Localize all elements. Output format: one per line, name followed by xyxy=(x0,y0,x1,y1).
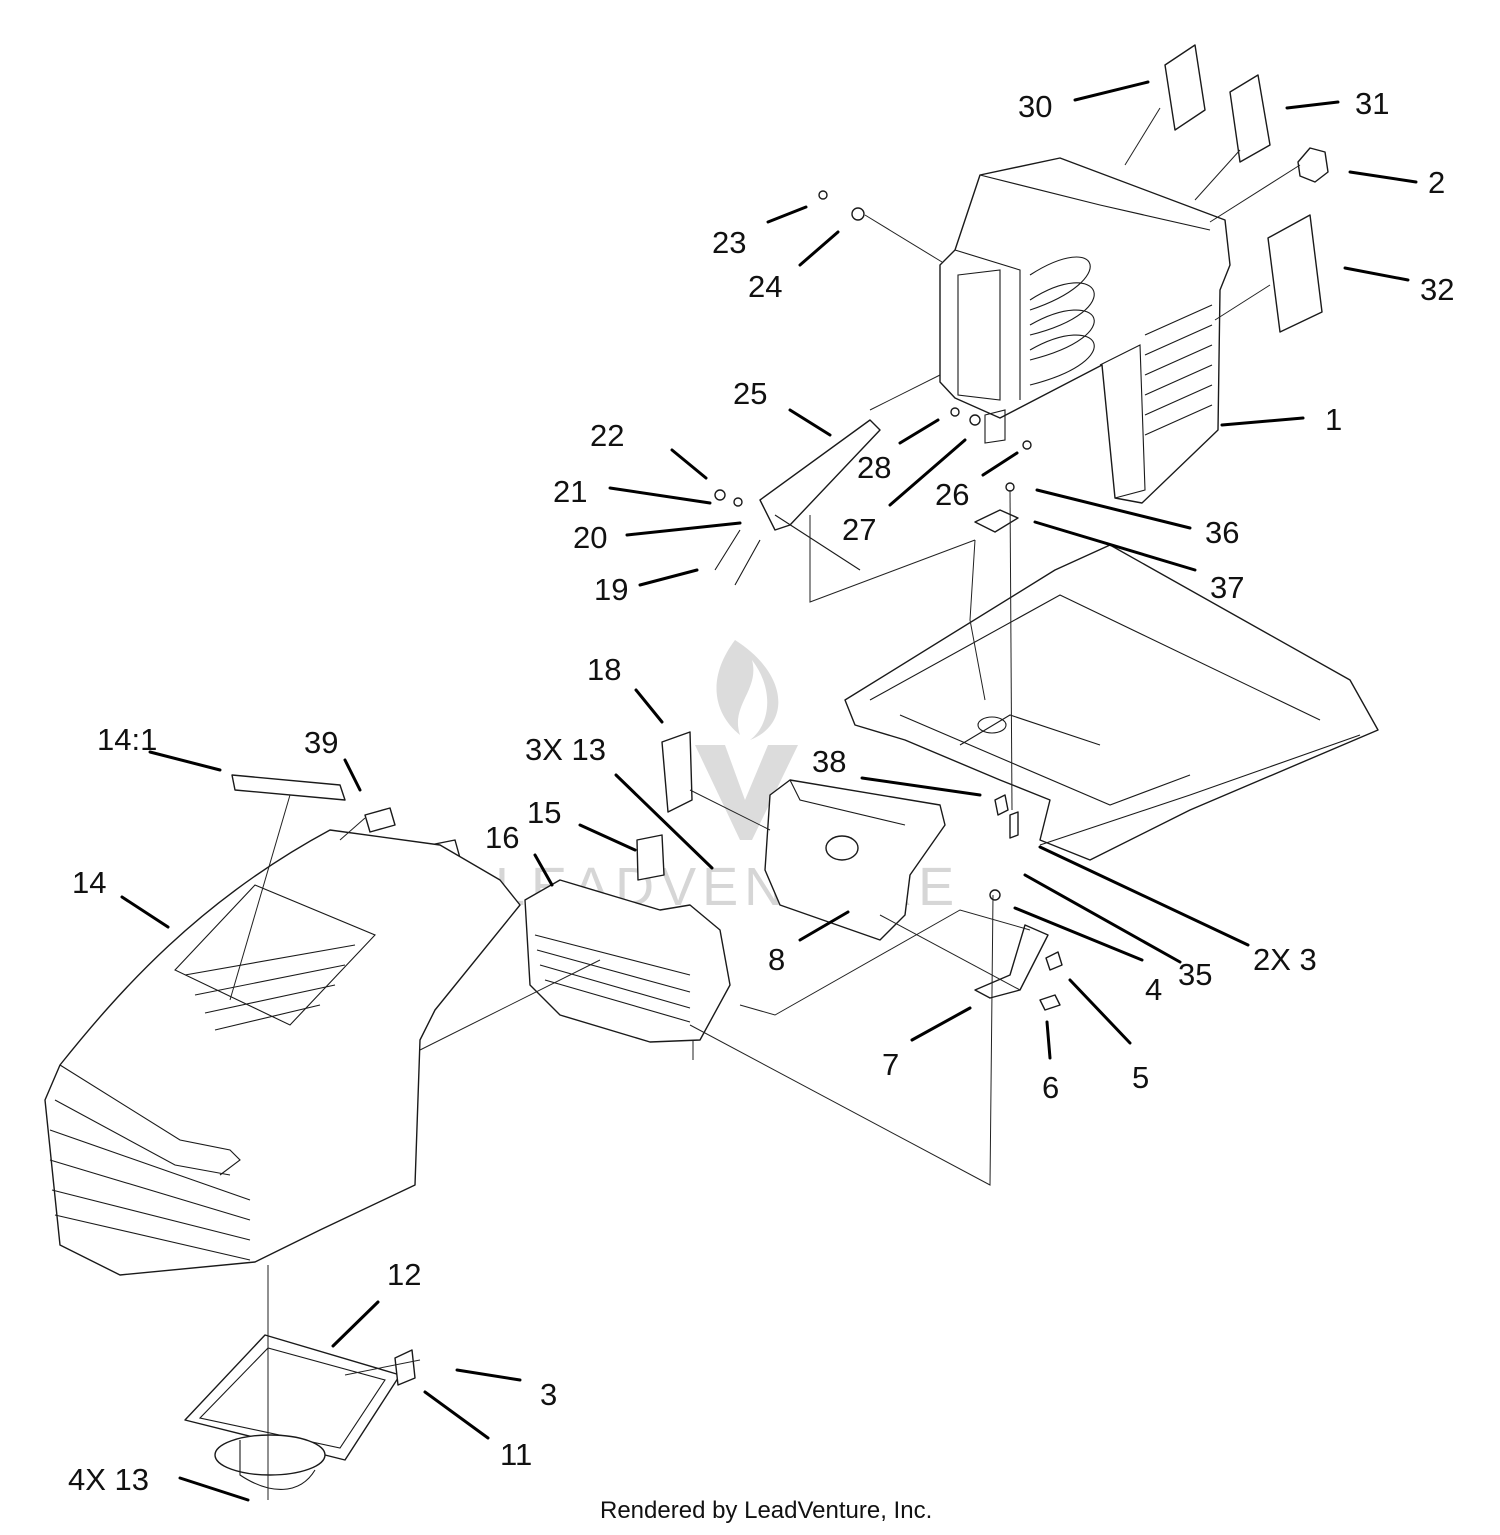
callout-4: 4 xyxy=(1145,972,1162,1007)
intake-frame-12 xyxy=(184,1334,401,1490)
nut-23 xyxy=(818,190,828,200)
nut-4 xyxy=(989,889,1001,901)
callout-28: 28 xyxy=(857,450,891,485)
callout-1: 1 xyxy=(1325,402,1342,437)
callout-15: 15 xyxy=(527,795,561,830)
nut-28 xyxy=(950,407,960,417)
bracket-25 xyxy=(714,419,881,586)
callout-20: 20 xyxy=(573,520,607,555)
bracket-37 xyxy=(974,509,1019,533)
callout-6: 6 xyxy=(1042,1070,1059,1105)
callout-11: 11 xyxy=(500,1437,532,1472)
callout-3x13: 3X 13 xyxy=(525,732,606,767)
decal-32 xyxy=(1267,214,1323,333)
washer-27 xyxy=(969,414,981,426)
callout-37: 37 xyxy=(1210,570,1244,605)
console-38 xyxy=(764,779,946,941)
callout-labels: 1 2 2X 3 3 4 4X 13 5 6 7 8 11 12 3X 13 1… xyxy=(68,86,1454,1497)
callout-14: 14 xyxy=(72,865,106,900)
callout-18: 18 xyxy=(587,652,621,687)
callout-38: 38 xyxy=(812,744,846,779)
callout-16: 16 xyxy=(485,820,519,855)
grille-16 xyxy=(524,879,731,1043)
callout-4x13: 4X 13 xyxy=(68,1462,149,1497)
bolt-5 xyxy=(1039,994,1061,1011)
callout-23: 23 xyxy=(712,225,746,260)
callout-8: 8 xyxy=(768,942,785,977)
callout-2x3: 2X 3 xyxy=(1253,942,1317,977)
callout-19: 19 xyxy=(594,572,628,607)
callout-39: 39 xyxy=(304,725,338,760)
callout-3: 3 xyxy=(540,1377,557,1412)
callout-26: 26 xyxy=(935,477,969,512)
callout-2: 2 xyxy=(1428,165,1445,200)
dash-tower xyxy=(939,157,1231,504)
washer-24 xyxy=(851,207,865,221)
footer-credit: Rendered by LeadVenture, Inc. xyxy=(600,1497,932,1524)
callout-27: 27 xyxy=(842,512,876,547)
bracket-7 xyxy=(974,924,1049,999)
callout-22: 22 xyxy=(590,418,624,453)
decal-39a xyxy=(364,807,396,833)
callout-30: 30 xyxy=(1018,89,1052,124)
screw-36 xyxy=(1005,482,1015,492)
nut-26 xyxy=(1022,440,1032,450)
leader-lines xyxy=(120,80,1418,1502)
watermark-logo xyxy=(695,640,798,840)
guide-lines xyxy=(229,107,1301,1500)
hood-14 xyxy=(44,829,521,1276)
decal-14-1 xyxy=(231,774,346,801)
callout-31: 31 xyxy=(1355,86,1389,121)
knob xyxy=(1297,147,1329,183)
bracket-18 xyxy=(661,731,693,813)
callout-21: 21 xyxy=(553,474,587,509)
screw-2x3 xyxy=(1009,811,1019,839)
clip-35 xyxy=(994,794,1009,816)
callout-5: 5 xyxy=(1132,1060,1149,1095)
bracket-11 xyxy=(394,1349,416,1386)
callout-25: 25 xyxy=(733,376,767,411)
callout-32: 32 xyxy=(1420,272,1454,307)
decal-15 xyxy=(636,834,665,881)
decal-30 xyxy=(1164,44,1206,131)
callout-35: 35 xyxy=(1178,957,1212,992)
callout-24: 24 xyxy=(748,269,782,304)
callout-12: 12 xyxy=(387,1257,421,1292)
bolt-6 xyxy=(1045,951,1063,971)
decal-31 xyxy=(1229,74,1271,163)
callout-14-1: 14:1 xyxy=(97,722,157,757)
callout-7: 7 xyxy=(882,1047,899,1082)
callout-36: 36 xyxy=(1205,515,1239,550)
